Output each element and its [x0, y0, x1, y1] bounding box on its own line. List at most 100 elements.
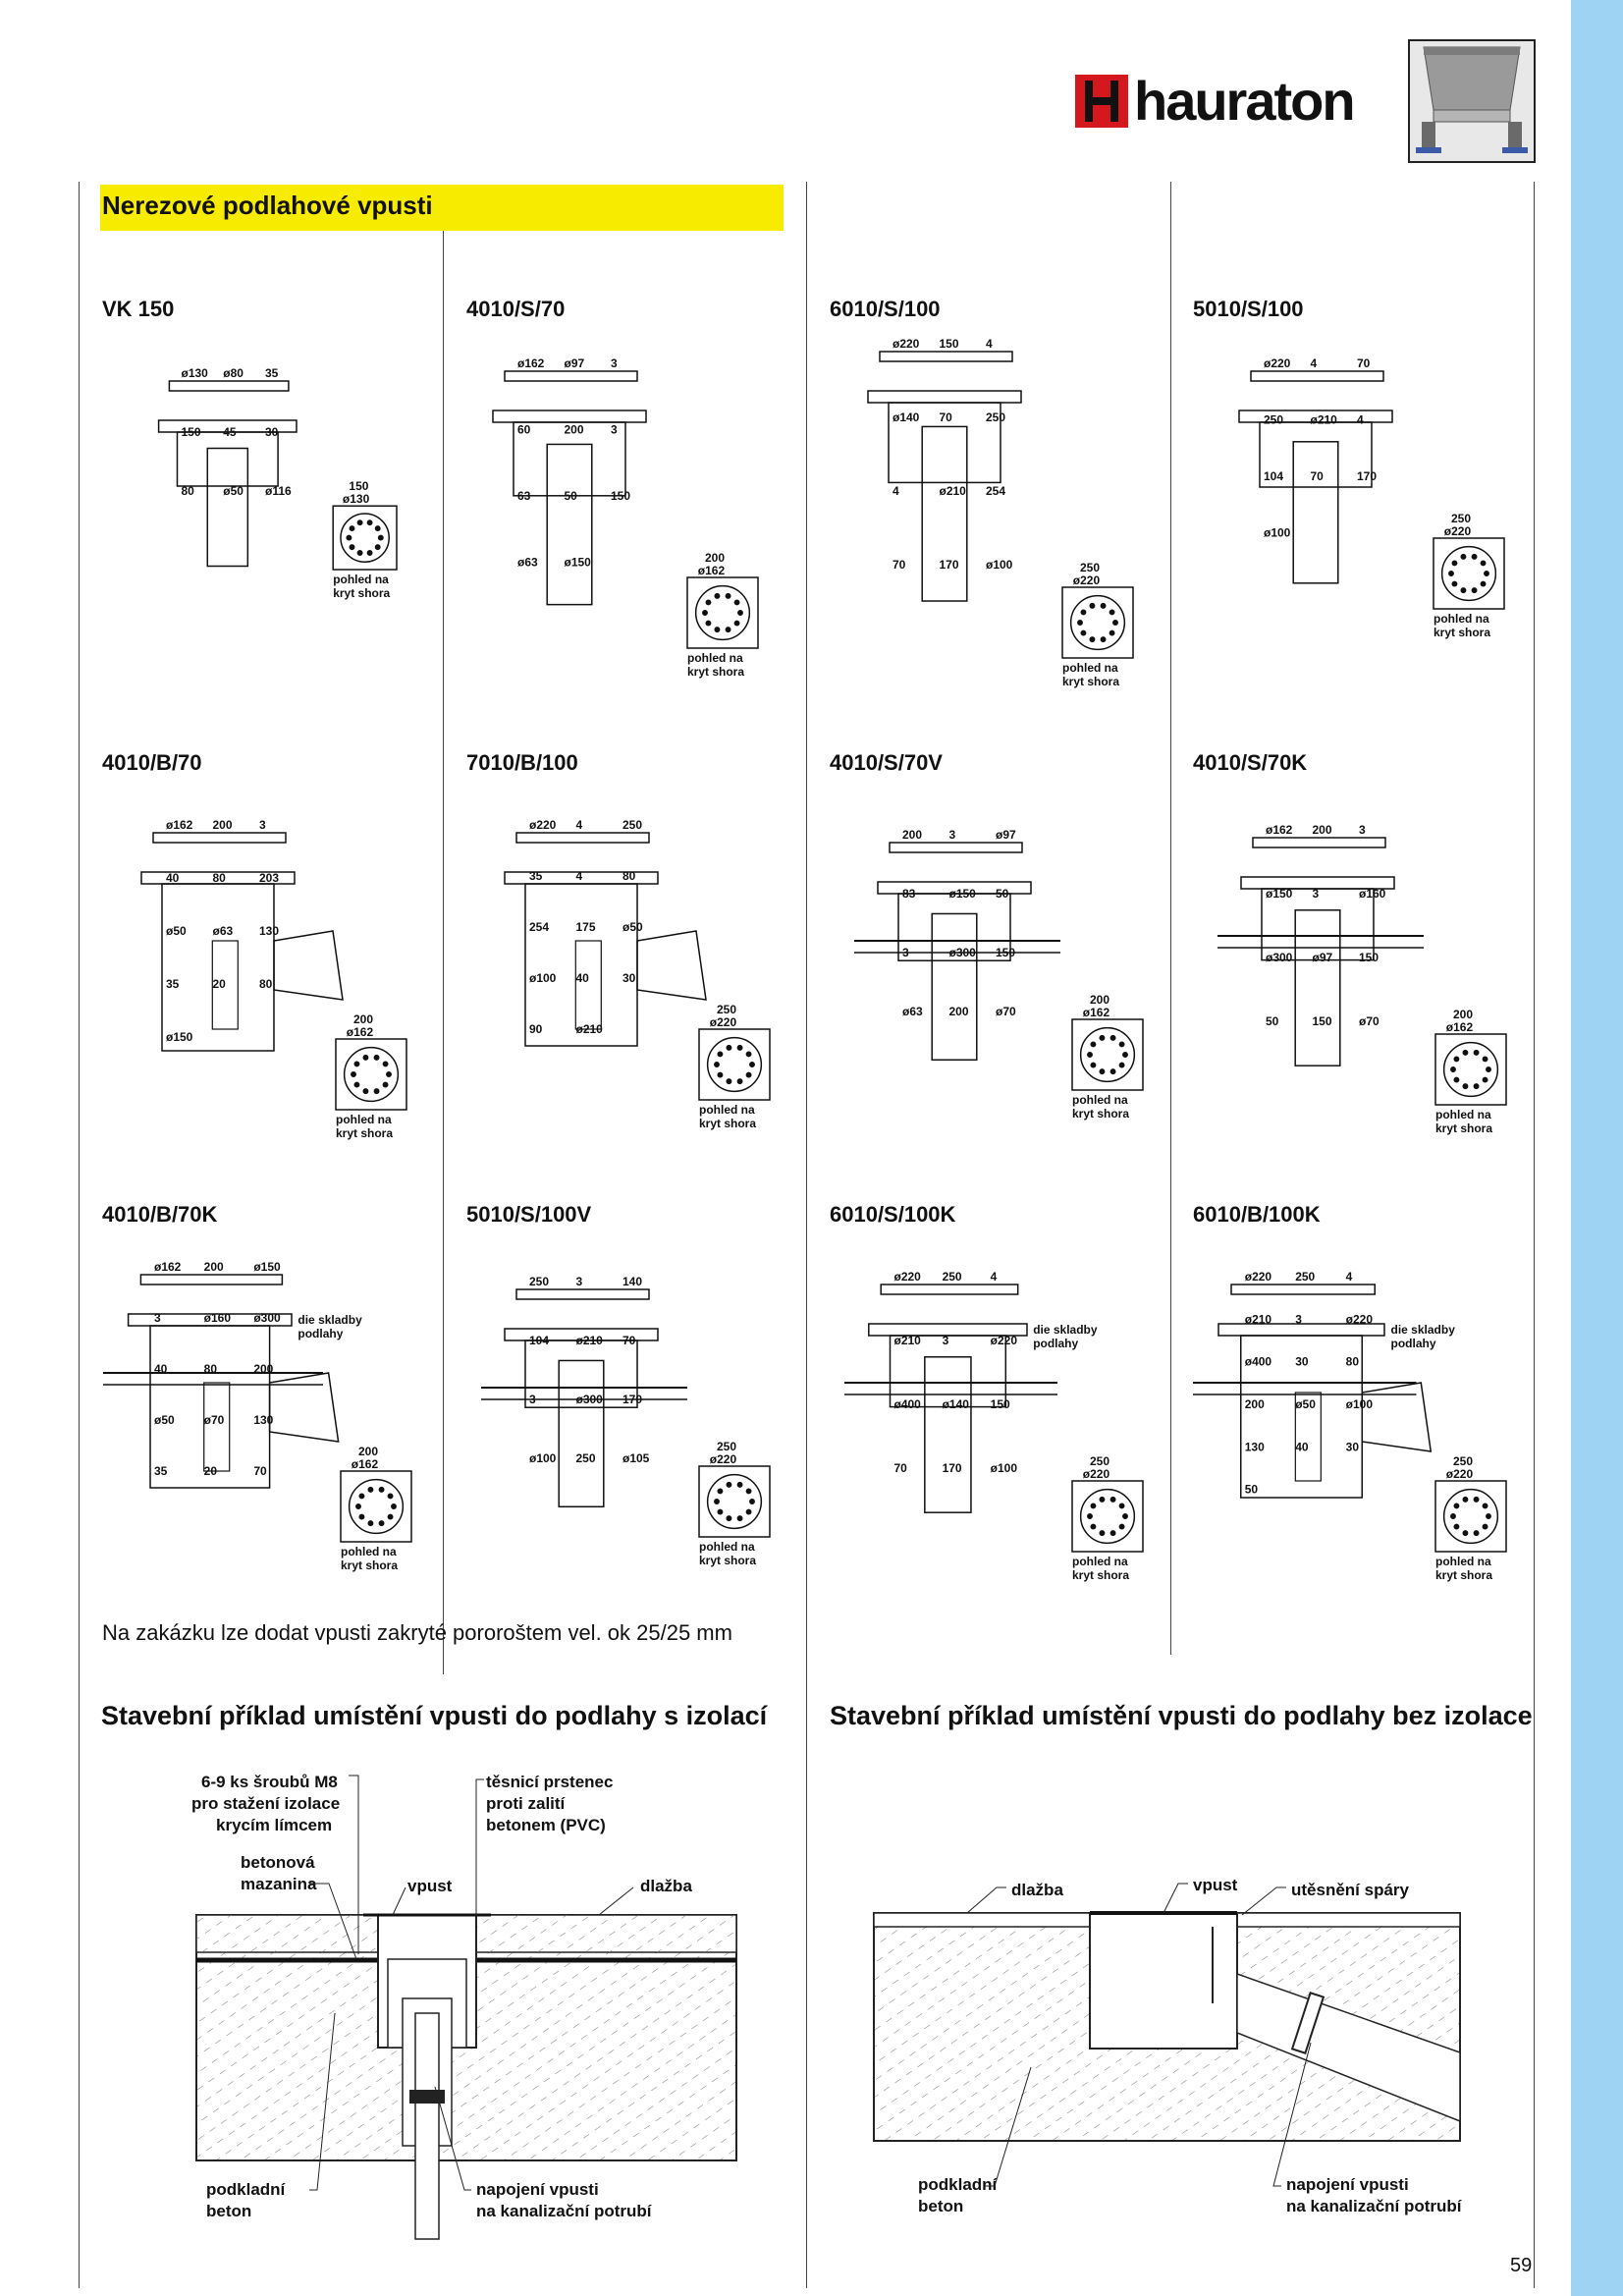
dimension-label: ø63 — [213, 924, 234, 938]
dimension-label: 70 — [894, 1461, 908, 1475]
dimension-label: 70 — [253, 1464, 267, 1478]
plan-caption: pohled na — [1434, 612, 1489, 626]
column-divider — [79, 182, 80, 2288]
dimension-label: 200 — [204, 1260, 224, 1274]
dimension-label: ø100 — [1346, 1397, 1374, 1411]
dimension-label: 70 — [1357, 356, 1371, 370]
dimension-label: 200 — [213, 818, 233, 832]
dimension-label: 35 — [154, 1464, 168, 1478]
dimension-label: 3 — [529, 1393, 536, 1406]
dimension-label: 150 — [940, 337, 959, 351]
dimension-label: 80 — [213, 871, 227, 885]
label-base: beton — [206, 2202, 251, 2220]
note-label: die skladby — [298, 1313, 362, 1327]
dimension-label: ø150 — [1266, 887, 1293, 901]
label-tiles: dlažba — [640, 1877, 692, 1895]
plan-size-label: 200 — [1453, 1008, 1473, 1021]
drawing-lines — [157, 380, 398, 571]
plan-size-label: 200 — [353, 1012, 373, 1026]
section-title: 6010/S/100K — [830, 1202, 956, 1227]
plan-caption: pohled na — [1435, 1555, 1491, 1568]
dimension-label: ø50 — [154, 1413, 175, 1427]
plan-diameter-label: ø220 — [1446, 1467, 1474, 1481]
dimension-label: 20 — [204, 1464, 218, 1478]
dimension-label: ø220 — [893, 337, 920, 351]
dimension-label: ø210 — [1245, 1312, 1272, 1326]
construction-example-uninsulated: dlažba vpust utěsnění spáry podkladní be… — [873, 1876, 1463, 2215]
plan-size-label: 200 — [358, 1445, 378, 1458]
label-ring: proti zalití — [486, 1794, 567, 1813]
dimension-label: ø97 — [1313, 951, 1333, 964]
dimension-label: 150 — [1313, 1014, 1332, 1028]
dimension-label: 130 — [1245, 1440, 1265, 1453]
dimension-label: ø162 — [154, 1260, 182, 1274]
label-screws: krycím límcem — [216, 1816, 332, 1834]
label-base: podkladní — [206, 2180, 287, 2199]
dimension-label: 3 — [902, 946, 909, 959]
dimension-label: 250 — [529, 1275, 549, 1288]
dimension-label: 250 — [943, 1270, 962, 1284]
plan-size-label: 250 — [1090, 1454, 1109, 1468]
dimension-label: 70 — [940, 410, 953, 424]
dimension-label: 40 — [576, 971, 590, 985]
plan-caption: pohled na — [341, 1545, 397, 1558]
plan-diameter-label: ø220 — [1083, 1467, 1110, 1481]
dimension-label: ø210 — [1311, 413, 1338, 427]
dimension-label: 90 — [529, 1022, 543, 1036]
dimension-label: ø300 — [576, 1393, 604, 1406]
dimension-label: 30 — [622, 971, 636, 985]
dimension-label: ø220 — [1264, 356, 1291, 370]
plan-size-label: 250 — [717, 1440, 736, 1453]
dimension-label: 3 — [611, 356, 618, 370]
dimension-label: 3 — [576, 1275, 583, 1288]
dimension-label: ø50 — [223, 484, 243, 498]
dimension-label: 63 — [517, 489, 531, 503]
page-title-bar: Nerezové podlahové vpusti — [100, 185, 784, 231]
dimension-label: ø130 — [182, 366, 209, 380]
dimension-label: 200 — [565, 423, 584, 437]
dimension-label: ø220 — [1245, 1270, 1272, 1284]
construction-example-insulated: 6-9 ks šroubů M8 pro stažení izolace kry… — [191, 1773, 737, 2240]
dimension-label: 3 — [949, 828, 956, 842]
dimension-label: ø100 — [991, 1461, 1018, 1475]
dimension-label: ø210 — [576, 1022, 604, 1036]
plan-caption: kryt shora — [336, 1126, 393, 1140]
dimension-label: 80 — [204, 1362, 218, 1376]
dimension-label: ø162 — [166, 818, 193, 832]
dimension-label: 104 — [529, 1334, 549, 1347]
page-title: Nerezové podlahové vpusti — [102, 191, 433, 220]
note-label: die skladby — [1391, 1323, 1456, 1337]
label-screws: 6-9 ks šroubů M8 — [201, 1773, 338, 1791]
dimension-label: 170 — [622, 1393, 642, 1406]
note-label: podlahy — [1033, 1337, 1078, 1350]
drawing-lines — [1238, 370, 1505, 610]
plan-caption: pohled na — [1072, 1093, 1128, 1107]
dimension-label: ø100 — [986, 558, 1013, 572]
dimension-label: ø160 — [1359, 887, 1386, 901]
dimension-label: ø300 — [949, 946, 977, 959]
dimension-label: 200 — [1245, 1397, 1265, 1411]
note-label: podlahy — [1391, 1337, 1436, 1350]
example-title-insulated: Stavební příklad umístění vpusti do podl… — [101, 1701, 768, 1730]
plan-caption: kryt shora — [687, 665, 744, 679]
dimension-label: ø150 — [253, 1260, 281, 1274]
dimension-label: ø50 — [166, 924, 187, 938]
dimension-label: ø63 — [517, 556, 538, 570]
dimension-label: 80 — [182, 484, 195, 498]
plan-caption: kryt shora — [333, 586, 390, 600]
dimension-label: 30 — [1295, 1355, 1309, 1369]
label-seal: utěsnění spáry — [1291, 1881, 1410, 1899]
dimension-label: 70 — [622, 1334, 636, 1347]
dimension-label: 30 — [265, 425, 279, 439]
plan-size-label: 150 — [349, 479, 368, 493]
section-title: VK 150 — [102, 297, 175, 321]
dimension-label: ø300 — [253, 1311, 281, 1325]
plan-size-label: 200 — [1090, 993, 1109, 1007]
drawing-lines — [504, 832, 771, 1101]
dimension-label: 200 — [949, 1005, 969, 1018]
dimension-label: 250 — [1295, 1270, 1315, 1284]
plan-caption: kryt shora — [699, 1554, 756, 1567]
